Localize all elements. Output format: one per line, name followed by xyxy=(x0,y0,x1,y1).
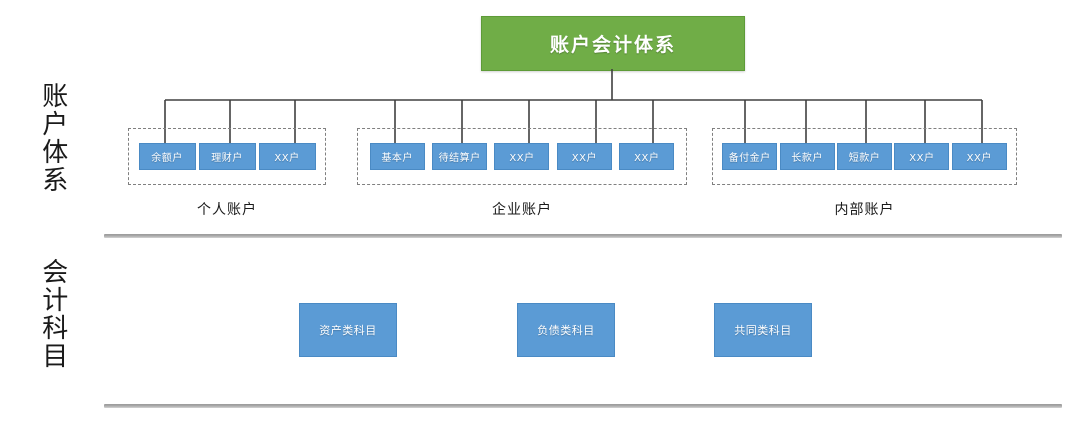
leaf-node-label: 基本户 xyxy=(381,153,413,164)
leaf-node-xx-account[interactable]: XX户 xyxy=(951,143,1007,170)
leaf-node-xx-account[interactable]: XX户 xyxy=(556,143,612,170)
side-label-account-system: 账户体系 xyxy=(37,82,68,194)
root-node-account-accounting-system[interactable]: 账户会计体系 xyxy=(481,16,745,71)
subject-node-common-subjects[interactable]: 共同类科目 xyxy=(714,303,812,357)
leaf-node-xx-account[interactable]: XX户 xyxy=(258,143,316,170)
leaf-node-xx-account[interactable]: XX户 xyxy=(494,143,550,170)
leaf-node-basic-account[interactable]: 基本户 xyxy=(369,143,425,170)
subject-node-liability-subjects[interactable]: 负债类科目 xyxy=(517,303,615,357)
group-caption-internal-accounts: 内部账户 xyxy=(834,202,895,218)
group-caption-enterprise-accounts: 企业账户 xyxy=(492,202,552,218)
group-box-internal-accounts: 备付金户 长款户 短款户 XX户 XX户 xyxy=(712,128,1017,185)
subject-node-label: 负债类科目 xyxy=(537,324,595,337)
leaf-node-xx-account[interactable]: XX户 xyxy=(894,143,950,170)
subject-node-label: 资产类科目 xyxy=(319,324,377,337)
subject-node-label: 共同类科目 xyxy=(734,324,792,337)
leaf-node-pending-settlement-account[interactable]: 待结算户 xyxy=(432,143,488,170)
leaf-node-label: XX户 xyxy=(634,153,660,164)
leaf-node-label: XX户 xyxy=(966,153,992,164)
leaf-node-label: XX户 xyxy=(274,153,300,164)
leaf-node-label: 长款户 xyxy=(791,153,823,164)
leaf-node-wealth-account[interactable]: 理财户 xyxy=(198,143,256,170)
leaf-node-reserve-fund-account[interactable]: 备付金户 xyxy=(722,143,778,170)
leaf-node-xx-account[interactable]: XX户 xyxy=(619,143,675,170)
leaf-node-label: 待结算户 xyxy=(438,153,481,164)
leaf-node-label: XX户 xyxy=(571,153,597,164)
root-node-label: 账户会计体系 xyxy=(549,34,676,56)
divider-top xyxy=(104,234,1062,238)
group-box-enterprise-accounts: 基本户 待结算户 XX户 XX户 XX户 xyxy=(357,128,687,185)
side-label-accounting-subjects: 会计科目 xyxy=(37,258,68,370)
leaf-node-balance-account[interactable]: 余额户 xyxy=(138,143,196,170)
leaf-node-label: XX户 xyxy=(509,153,535,164)
leaf-node-long-cash-account[interactable]: 长款户 xyxy=(779,143,835,170)
group-box-personal-accounts: 余额户 理财户 XX户 xyxy=(128,128,326,185)
leaf-node-label: 备付金户 xyxy=(728,153,771,164)
divider-bottom xyxy=(104,404,1062,408)
group-caption-personal-accounts: 个人账户 xyxy=(197,202,257,218)
subject-node-asset-subjects[interactable]: 资产类科目 xyxy=(299,303,397,357)
leaf-node-label: 短款户 xyxy=(848,153,881,164)
leaf-node-label: 余额户 xyxy=(151,153,183,164)
leaf-node-short-cash-account[interactable]: 短款户 xyxy=(836,143,892,170)
leaf-node-label: XX户 xyxy=(909,153,935,164)
leaf-node-label: 理财户 xyxy=(211,153,243,164)
